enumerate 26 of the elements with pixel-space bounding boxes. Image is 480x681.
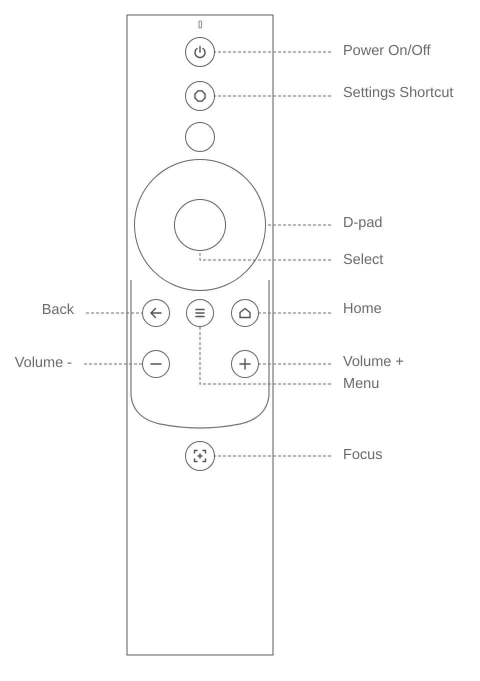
- settings-button: [185, 81, 215, 111]
- callout-label: Menu: [331, 375, 476, 393]
- callout-label: Volume -: [2, 354, 84, 372]
- callout-label: Focus: [331, 446, 476, 464]
- callout-label: D-pad: [331, 214, 476, 232]
- select-button: [174, 199, 226, 251]
- leader-line: [200, 326, 332, 384]
- callout-label: Home: [331, 300, 476, 318]
- leader-line: [200, 250, 332, 260]
- volume-up-button: [231, 350, 259, 378]
- back-button: [142, 299, 170, 327]
- home-button: [231, 299, 259, 327]
- volume-down-button: [142, 350, 170, 378]
- callout-label: Back: [2, 301, 86, 319]
- callout-label: Settings Shortcut: [331, 84, 476, 102]
- callout-label: Power On/Off: [331, 42, 476, 60]
- leader-line: [258, 312, 332, 314]
- menu-button: [186, 299, 214, 327]
- power-button: [185, 37, 215, 67]
- focus-button: [185, 441, 215, 471]
- leader-line: [86, 312, 142, 314]
- callout-label: Select: [331, 251, 476, 269]
- d-pad-ring: [134, 159, 266, 291]
- round-button: [185, 122, 215, 152]
- leader-line: [266, 224, 332, 226]
- callout-label: Volume +: [331, 353, 476, 371]
